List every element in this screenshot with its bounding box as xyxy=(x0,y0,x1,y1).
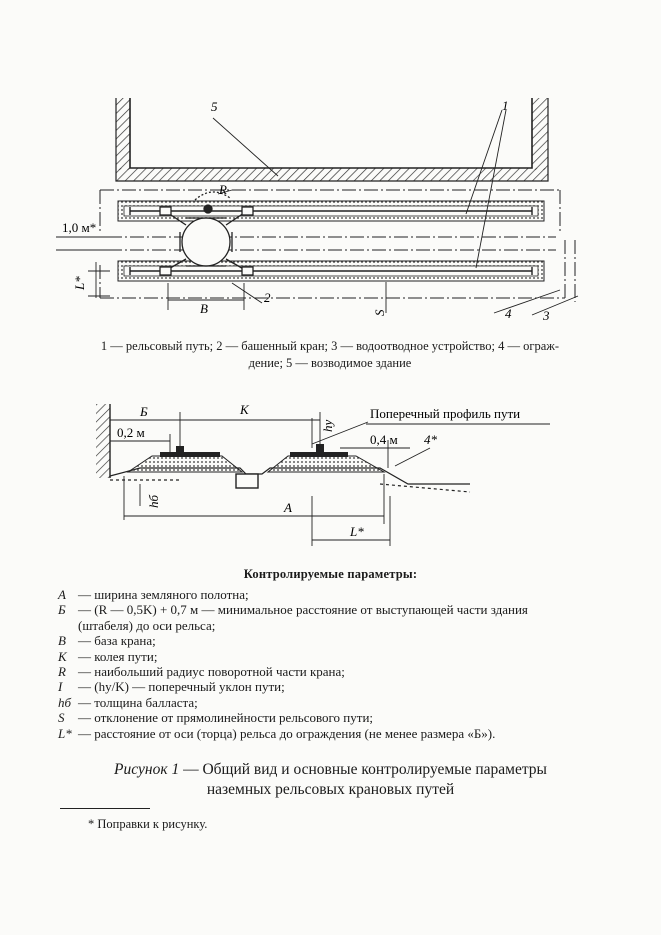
param-row: Б — (R — 0,5K) + 0,7 м — минимальное расс… xyxy=(58,602,618,617)
plan-legend-line-1: 1 — рельсовый путь; 2 — башенный кран; 3… xyxy=(100,339,560,353)
section-drawing: Б K 0,2 м hу Поперечный профиль пути 0,4… xyxy=(96,402,550,546)
label-hb: hб xyxy=(146,495,161,509)
param-row: (штабеля) до оси рельса; xyxy=(58,618,618,633)
figure-caption-line-2: наземных рельсовых крановых путей xyxy=(206,781,455,798)
param-row: R — наибольший радиус поворотной части кр… xyxy=(58,664,618,679)
label-1: 1 xyxy=(502,98,509,113)
param-symbol: R xyxy=(58,664,66,680)
plan-drawing: 5 1 R 1,0 м* L* B 2 S 4 3 xyxy=(56,98,579,323)
label-B: B xyxy=(200,301,208,316)
label-4: 4 xyxy=(505,306,512,321)
footnote-divider xyxy=(60,808,150,809)
param-symbol: I xyxy=(58,679,63,695)
figure-caption-line-1: Рисунок 1 — Общий вид и основные контрол… xyxy=(0,760,661,780)
params-title: Контролируемые параметры: xyxy=(243,567,418,581)
param-symbol: hб xyxy=(58,694,72,710)
building-outline xyxy=(115,98,549,182)
param-row: L* — расстояние от оси (торца) рельса до … xyxy=(58,726,618,741)
param-symbol: Б xyxy=(58,602,66,618)
section-wall xyxy=(96,404,110,478)
plan-legend: 1 — рельсовый путь; 2 — башенный кран; 3… xyxy=(40,338,620,372)
label-L-star: L* xyxy=(72,276,87,291)
plan-legend-line-2: дение; 5 — возводимое здание xyxy=(248,356,412,370)
param-row: hб — толщина балласта; xyxy=(58,695,618,710)
tower-crane xyxy=(159,191,254,276)
param-row: B — база крана; xyxy=(58,633,618,648)
param-symbol: L* xyxy=(58,725,72,741)
param-text: — расстояние от оси (торца) рельса до ог… xyxy=(78,725,496,741)
label-L-star-section: L* xyxy=(349,524,364,539)
figure-caption-prefix: Рисунок 1 xyxy=(114,761,180,778)
param-symbol: A xyxy=(58,587,66,602)
label-K: K xyxy=(239,402,250,417)
param-symbol: S xyxy=(58,710,65,726)
label-2: 2 xyxy=(264,290,271,305)
label-profile: Поперечный профиль пути xyxy=(370,406,520,421)
param-symbol xyxy=(58,618,78,633)
label-1m: 1,0 м* xyxy=(62,220,96,235)
ballast-left xyxy=(126,455,244,473)
param-text: — база крана; xyxy=(78,633,156,649)
param-row: A — ширина земляного полотна; xyxy=(58,587,618,602)
plan-leaders xyxy=(56,109,579,316)
label-4-star: 4* xyxy=(424,432,438,447)
ballast-right xyxy=(266,455,386,473)
label-hy: hу xyxy=(320,420,335,433)
label-R: R xyxy=(218,182,227,197)
param-symbol: B xyxy=(58,633,66,649)
param-row: K — колея пути; xyxy=(58,649,618,664)
param-text: (штабеля) до оси рельса; xyxy=(78,617,216,633)
label-B-cyr: Б xyxy=(139,404,148,419)
param-text: — колея пути; xyxy=(78,648,158,664)
param-text: — ширина земляного полотна; xyxy=(78,587,249,602)
label-A: A xyxy=(283,500,292,515)
param-text: — наибольший радиус поворотной части кра… xyxy=(78,664,345,680)
figure-caption-text-1: — Общий вид и основные контролируемые па… xyxy=(179,761,547,778)
label-3: 3 xyxy=(542,308,550,323)
footnote: * Поправки к рисунку. xyxy=(88,817,208,831)
param-symbol: K xyxy=(58,648,67,664)
label-04m: 0,4 м xyxy=(370,432,398,447)
param-row: I — (hу/K) — поперечный уклон пути; xyxy=(58,679,618,694)
label-02m: 0,2 м xyxy=(117,425,145,440)
drain-box xyxy=(235,473,259,489)
figure-caption: Рисунок 1 — Общий вид и основные контрол… xyxy=(0,760,661,800)
params-list: A — ширина земляного полотна; Б — (R — 0,5K… xyxy=(58,587,618,741)
param-text: — отклонение от прямолинейности рельсово… xyxy=(78,710,374,726)
param-text: — (hу/K) — поперечный уклон пути; xyxy=(78,679,285,695)
rail-track-upper xyxy=(117,200,545,222)
section-dims xyxy=(110,412,550,546)
label-S: S xyxy=(372,309,387,316)
param-row: S — отклонение от прямолинейности рельсов… xyxy=(58,710,618,725)
param-text: — (R — 0,5K) + 0,7 м — минимальное расст… xyxy=(78,602,528,618)
param-text: — толщина балласта; xyxy=(78,694,198,710)
label-5: 5 xyxy=(211,99,218,114)
